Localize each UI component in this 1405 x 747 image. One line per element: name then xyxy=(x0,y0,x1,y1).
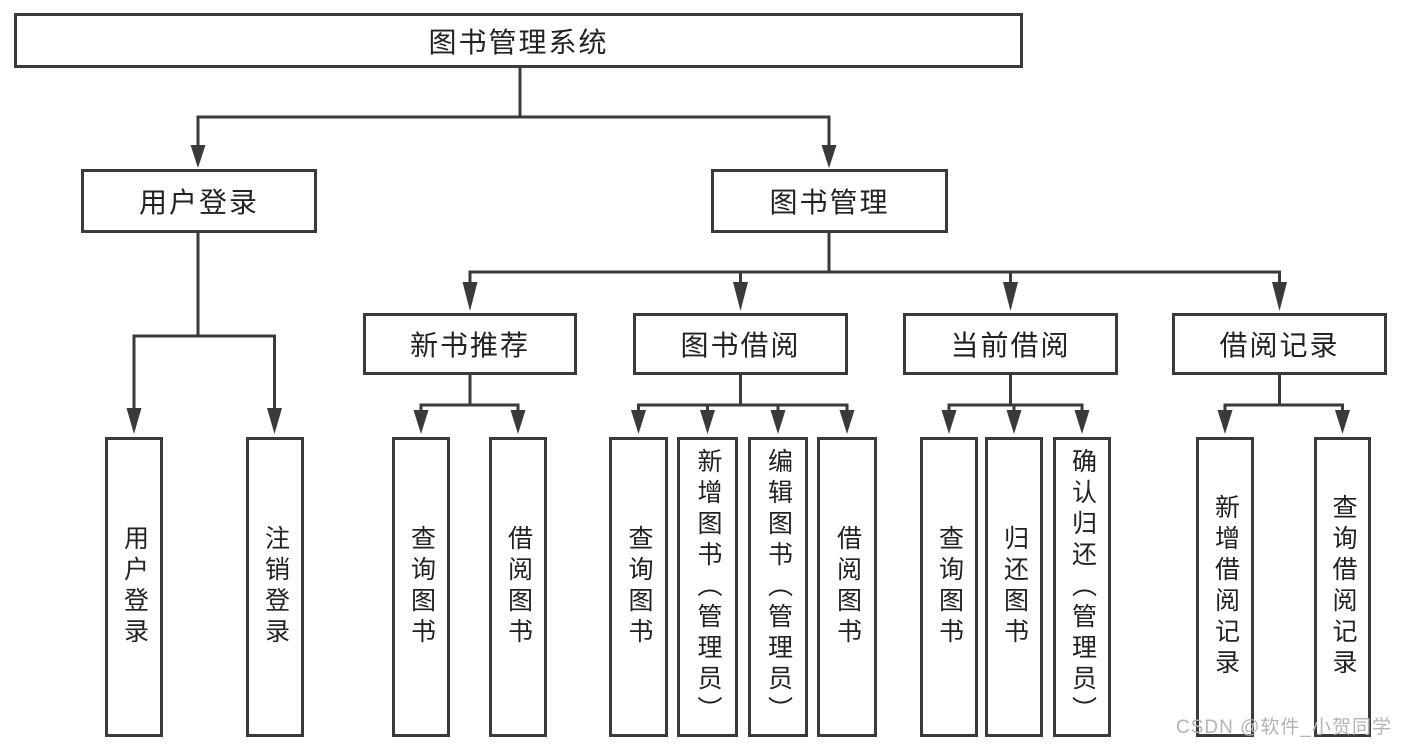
leaf-borrow-books-2: 借阅图书 xyxy=(817,437,877,737)
leaf-query-borrow-record: 查询借阅记录 xyxy=(1314,437,1371,737)
node-book-borrowing-label: 图书借阅 xyxy=(680,330,801,361)
node-borrowing-records: 借阅记录 xyxy=(1172,313,1387,375)
leaf-add-book-admin-label: 新增图书（管理员） xyxy=(694,447,722,727)
node-root: 图书管理系统 xyxy=(14,13,1023,68)
leaf-confirm-return-admin: 确认归还（管理员） xyxy=(1053,437,1111,737)
leaf-add-book-admin: 新增图书（管理员） xyxy=(677,437,738,737)
leaf-query-borrow-record-label: 查询借阅记录 xyxy=(1329,494,1357,680)
node-borrowing-records-label: 借阅记录 xyxy=(1219,330,1340,361)
leaf-user-login-label: 用户登录 xyxy=(120,525,149,649)
node-new-book-recommend: 新书推荐 xyxy=(363,313,577,375)
connector-book-management-children xyxy=(462,233,1287,311)
leaf-return-books: 归还图书 xyxy=(985,437,1043,737)
connector-records-children xyxy=(1217,375,1350,434)
connector-current-borrow-children xyxy=(941,375,1090,434)
leaf-confirm-return-admin-label: 确认归还（管理员） xyxy=(1068,447,1097,727)
leaf-query-books-1: 查询图书 xyxy=(392,437,450,737)
leaf-query-books-2-label: 查询图书 xyxy=(625,525,653,649)
leaf-add-borrow-record: 新增借阅记录 xyxy=(1196,437,1254,737)
node-book-management: 图书管理 xyxy=(711,169,948,233)
node-book-borrowing: 图书借阅 xyxy=(633,313,848,375)
leaf-query-books-2: 查询图书 xyxy=(609,437,668,737)
leaf-borrow-books-2-label: 借阅图书 xyxy=(833,525,862,649)
connector-user-login-children xyxy=(126,233,282,434)
connector-new-book-children xyxy=(413,375,526,434)
leaf-borrow-books-1: 借阅图书 xyxy=(489,437,547,737)
leaf-query-books-3: 查询图书 xyxy=(920,437,978,737)
leaf-edit-book-admin: 编辑图书（管理员） xyxy=(748,437,808,737)
node-root-label: 图书管理系统 xyxy=(428,26,609,58)
connector-root-to-level2 xyxy=(190,66,837,168)
connector-book-borrow-children xyxy=(631,375,855,434)
csdn-watermark: CSDN @软件_小贺同学 xyxy=(1176,717,1392,738)
leaf-logout-label: 注销登录 xyxy=(261,525,290,649)
leaf-user-login: 用户登录 xyxy=(105,437,163,737)
leaf-return-books-label: 归还图书 xyxy=(1000,525,1029,649)
leaf-edit-book-admin-label: 编辑图书（管理员） xyxy=(764,447,793,727)
node-new-book-recommend-label: 新书推荐 xyxy=(409,330,530,361)
node-user-login: 用户登录 xyxy=(81,169,317,233)
leaf-borrow-books-1-label: 借阅图书 xyxy=(504,525,533,649)
leaf-add-borrow-record-label: 新增借阅记录 xyxy=(1211,494,1240,680)
node-current-borrowing: 当前借阅 xyxy=(903,313,1118,375)
leaf-logout: 注销登录 xyxy=(246,437,304,737)
leaf-query-books-1-label: 查询图书 xyxy=(407,525,436,649)
node-current-borrowing-label: 当前借阅 xyxy=(950,330,1071,361)
leaf-query-books-3-label: 查询图书 xyxy=(935,525,964,649)
node-book-management-label: 图书管理 xyxy=(769,187,890,218)
node-user-login-label: 用户登录 xyxy=(138,187,259,218)
